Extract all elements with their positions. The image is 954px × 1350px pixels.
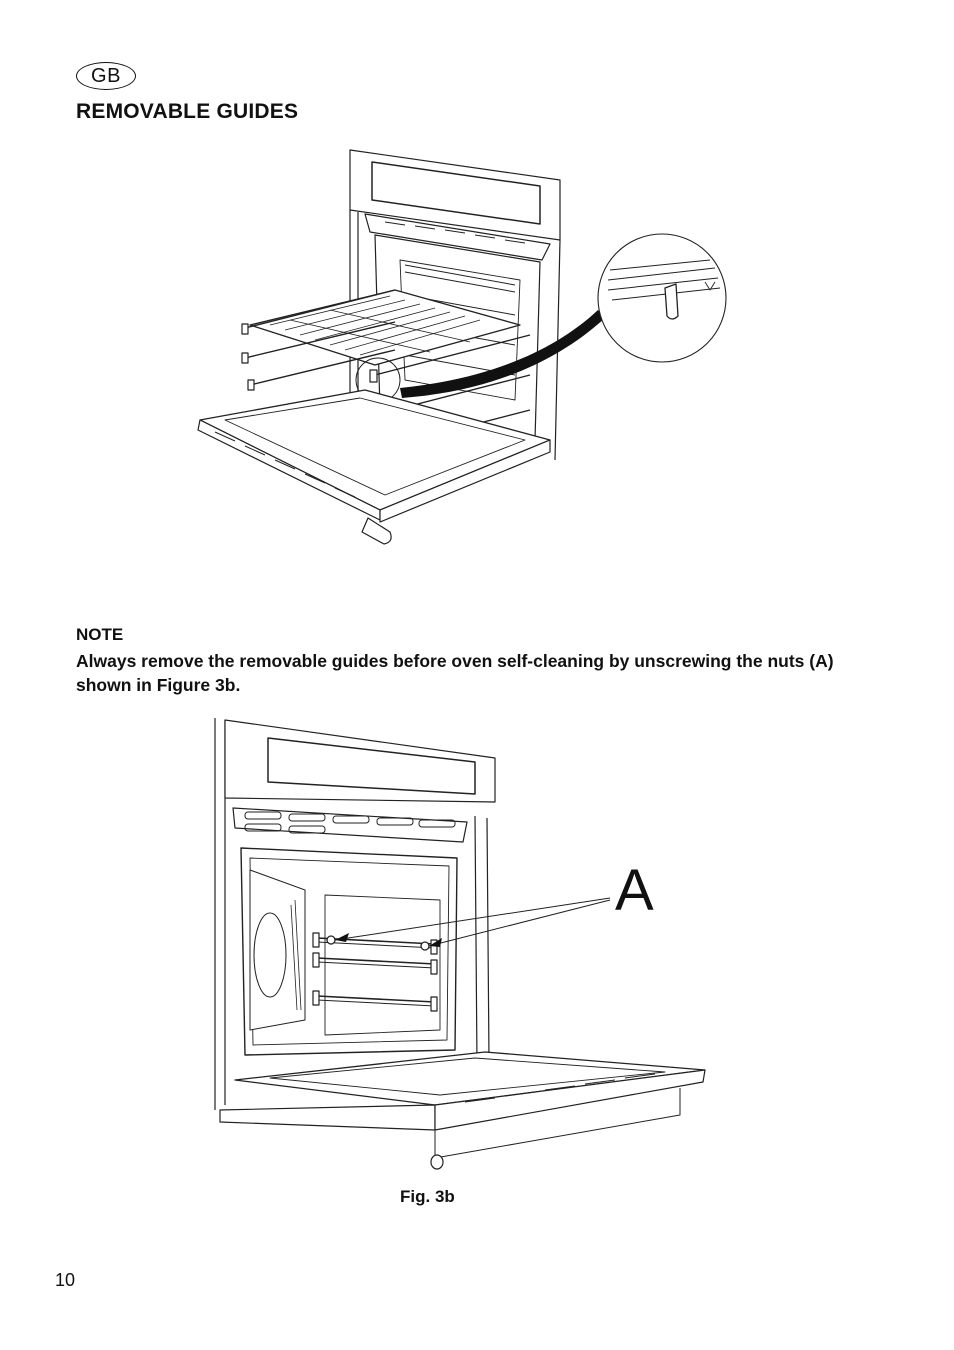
- oven-guides-illustration: [197, 149, 727, 545]
- section-title: REMOVABLE GUIDES: [76, 100, 299, 123]
- page-number: 10: [55, 1270, 76, 1290]
- callout-label-a: A: [615, 858, 654, 923]
- language-badge-label: GB: [91, 64, 121, 87]
- note-body: Always remove the removable guides befor…: [76, 651, 834, 695]
- oven-nuts-illustration: A: [214, 718, 706, 1170]
- note-heading: NOTE: [76, 625, 124, 644]
- figure-caption: Fig. 3b: [400, 1187, 455, 1206]
- language-badge: GB: [76, 62, 136, 90]
